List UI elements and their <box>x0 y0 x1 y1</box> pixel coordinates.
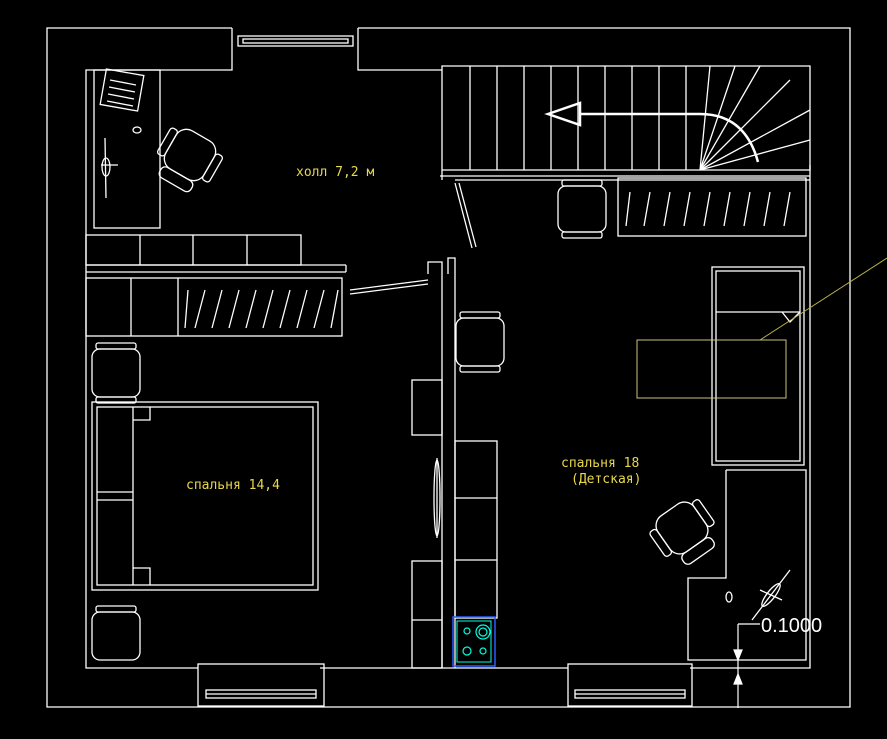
interior-walls <box>86 175 810 668</box>
exterior-walls <box>46 27 851 708</box>
room-label-hall: холл 7,2 м <box>296 165 374 180</box>
kids-bed <box>711 266 805 466</box>
window-top <box>237 35 354 47</box>
kids-room-chair-side <box>455 311 505 373</box>
kids-room-desk <box>687 469 807 661</box>
stove-icon <box>452 616 496 667</box>
bedroom-chair-upper <box>91 342 141 404</box>
dimension-value: 0.1000 <box>761 615 822 637</box>
kids-room-rug <box>636 339 787 399</box>
stair-direction-arrow-icon <box>544 101 760 163</box>
dimension-marker <box>733 623 760 708</box>
window-bottom-left <box>197 663 325 707</box>
bed <box>91 401 319 591</box>
kids-room-chair-top <box>557 179 607 239</box>
door-bedroom <box>349 279 429 295</box>
door-kids-room <box>454 182 477 249</box>
window-bottom-right <box>567 663 693 707</box>
hall-storage-shelf <box>85 234 302 266</box>
bedroom-dresser <box>411 379 443 669</box>
room-label-kids-room-subtitle: (Детская) <box>571 472 641 487</box>
bedroom-wardrobe <box>85 277 343 337</box>
kids-room-office-chair <box>649 499 715 565</box>
bedroom-chair-lower <box>91 605 141 661</box>
staircase <box>442 65 811 171</box>
kitchen-cabinets <box>454 440 498 619</box>
hall-desk <box>93 68 161 229</box>
room-label-kids-room: спальня 18 <box>561 456 639 471</box>
kids-room-wardrobe <box>617 177 807 237</box>
bedroom-mirror <box>433 458 441 538</box>
leader-line <box>759 257 887 341</box>
room-label-bedroom: спальня 14,4 <box>186 478 280 493</box>
hall-office-chair <box>156 127 224 193</box>
